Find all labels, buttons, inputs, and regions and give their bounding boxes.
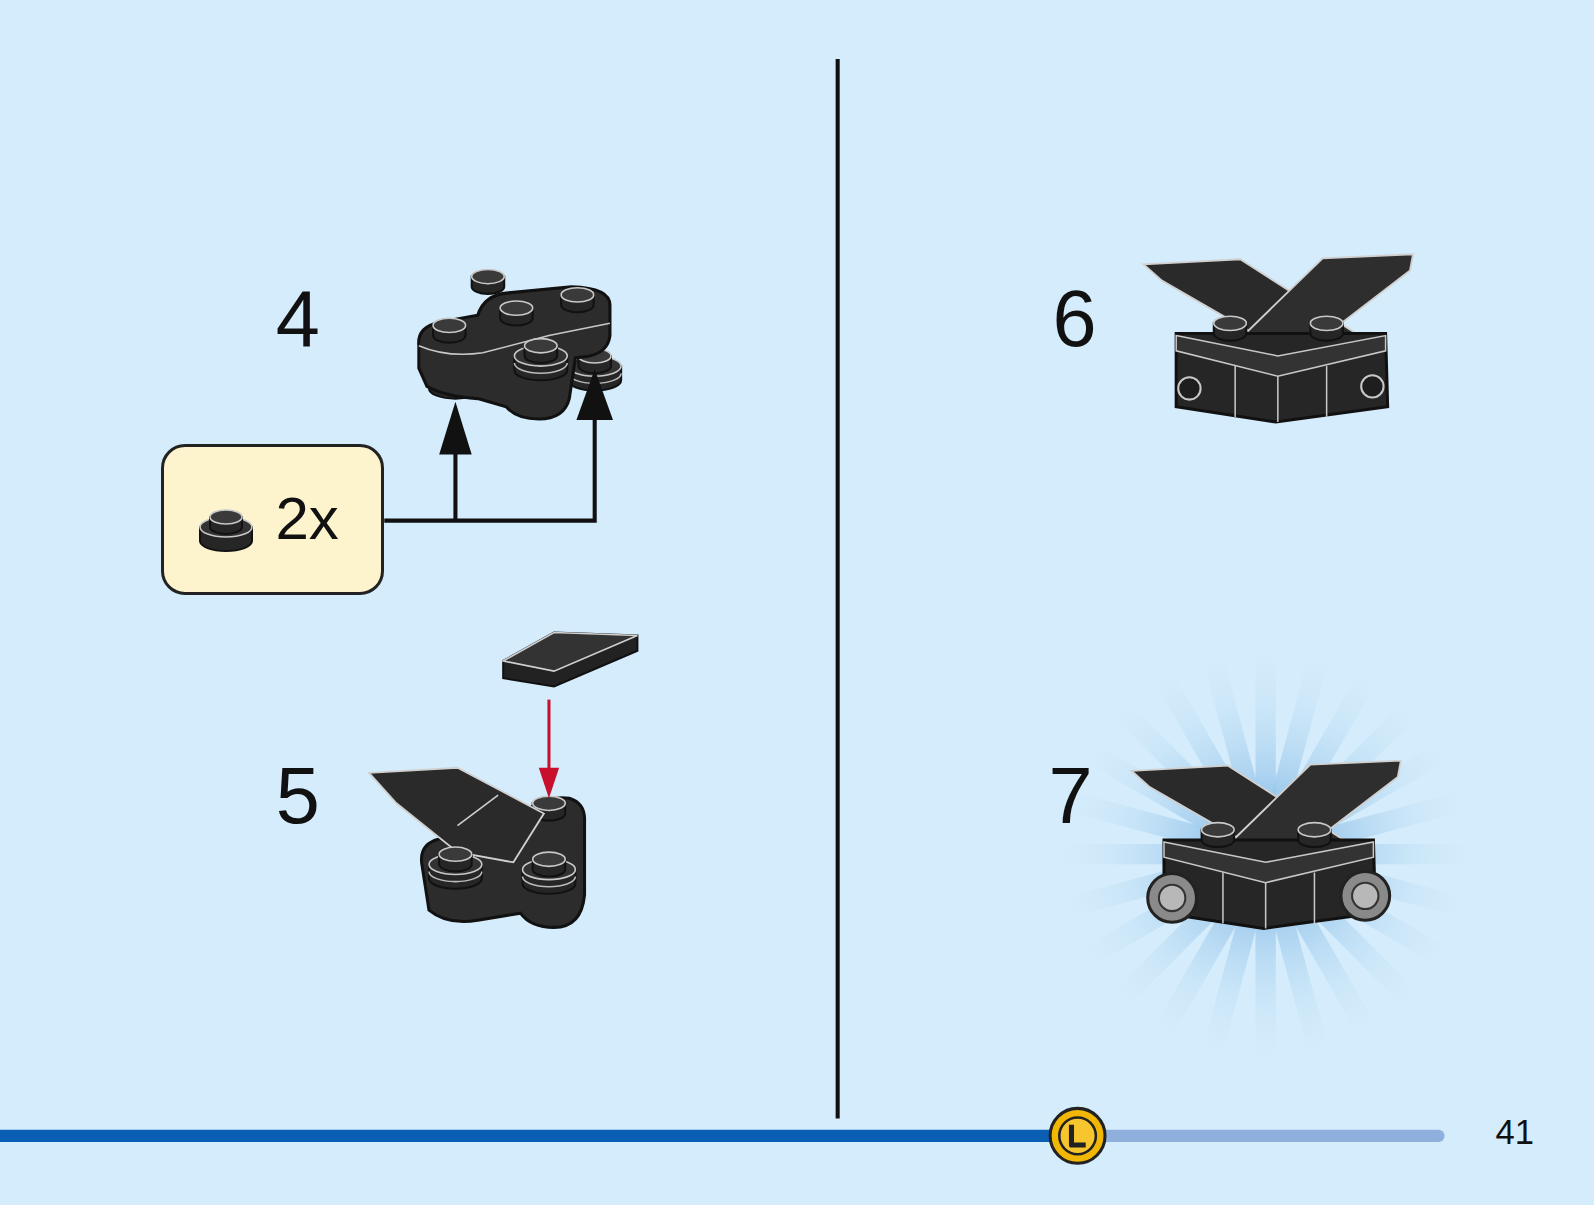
page-number: 41 [1495,1115,1533,1150]
step-number: 5 [276,756,320,835]
step7-model [1131,761,1400,929]
callout-box: 2x [161,444,385,594]
step-number: 6 [1052,279,1096,358]
arrowhead [576,369,613,420]
arrowhead [539,768,559,799]
callout-arrows [384,417,594,521]
arrowhead [439,402,472,455]
part-icon [191,497,261,557]
falling-wedge [503,632,637,686]
part-count: 2x [275,489,338,549]
step-number: 4 [276,279,320,358]
progress-bar [0,1108,1438,1163]
step6-model [1144,254,1413,422]
highlight-burst [1062,651,1469,1058]
placement-arrow [547,700,550,771]
step-number: 7 [1048,756,1092,835]
divider [836,59,840,1119]
step5-model [369,768,585,928]
